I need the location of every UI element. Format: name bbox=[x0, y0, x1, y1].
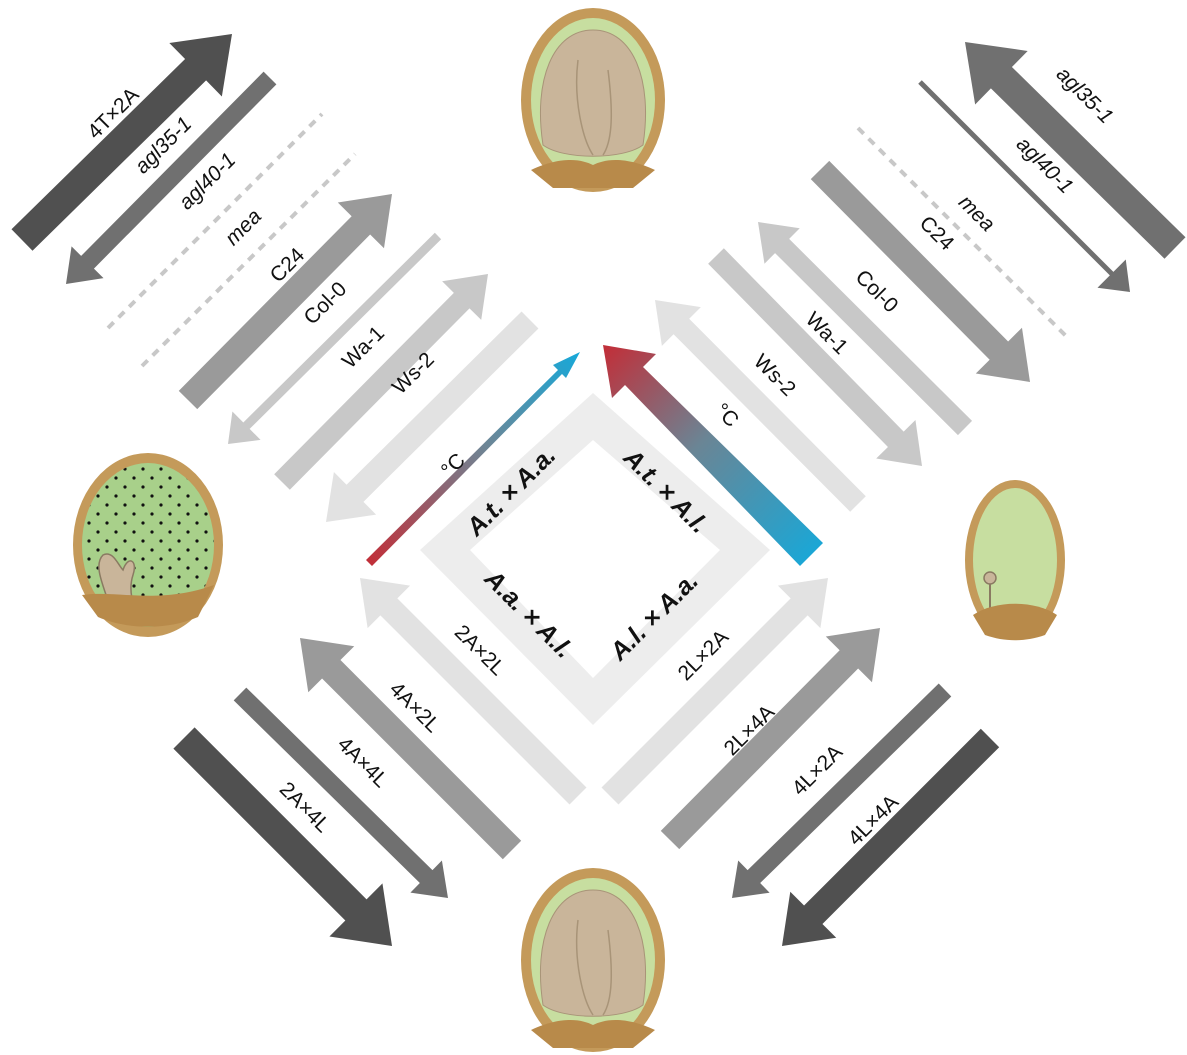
label-tr-2: mea bbox=[954, 191, 999, 236]
label-tl-3: mea bbox=[221, 205, 266, 250]
seed-left bbox=[73, 453, 223, 637]
temperature-label-right: °C bbox=[710, 399, 743, 432]
seed-top bbox=[521, 8, 665, 192]
arrow-c24 bbox=[179, 194, 392, 409]
seed-bottom bbox=[521, 868, 665, 1052]
temperature-label-left: °C bbox=[437, 449, 470, 482]
label-tr-3: C24 bbox=[915, 212, 959, 256]
seed-right bbox=[965, 480, 1065, 640]
